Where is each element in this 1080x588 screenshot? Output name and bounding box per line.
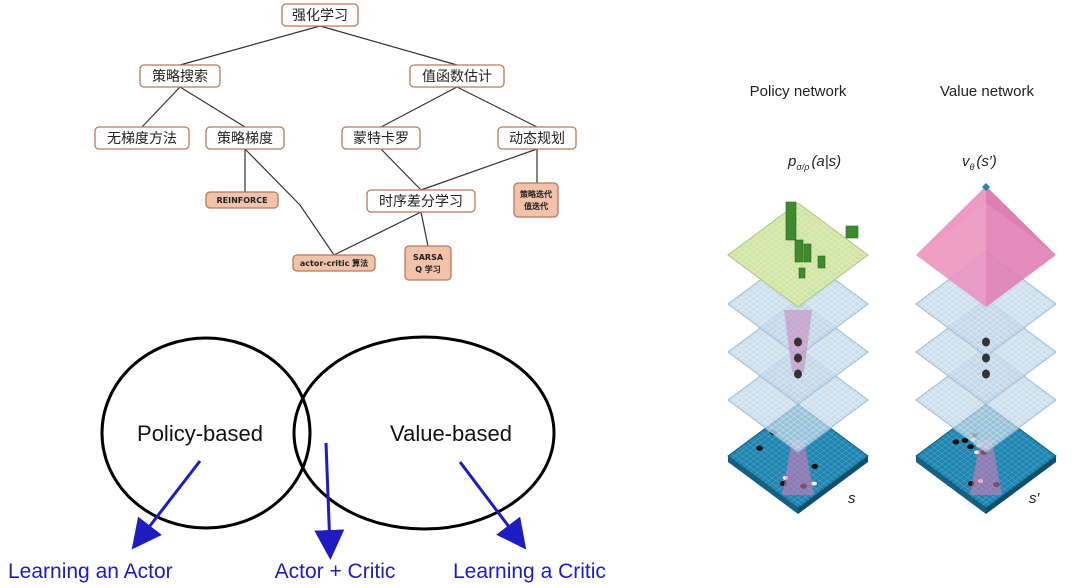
move-probability-bar xyxy=(845,225,859,239)
tree-node-policy-gradient: 策略梯度 xyxy=(205,126,285,150)
tree-label-actor-critic: actor-critic 算法 xyxy=(300,258,368,268)
tree-node-monte-carlo: 蒙特卡罗 xyxy=(341,126,421,150)
tree-label-q-learning: Q 学习 xyxy=(415,264,441,274)
edge-policy-search-policy-gradient xyxy=(179,86,246,128)
move-probability-bar xyxy=(798,267,806,279)
actor-plus-critic-label: Actor + Critic xyxy=(275,560,396,583)
edge-value-estimation-monte-carlo xyxy=(380,86,458,128)
edge-policy-search-gradient-free xyxy=(141,86,181,128)
tree-label-policy-iteration: 策略迭代 xyxy=(520,189,552,199)
tree-node-dynamic-programming: 动态规划 xyxy=(497,126,577,150)
edge-monte-carlo-td xyxy=(380,148,422,191)
tree-edges xyxy=(141,25,538,256)
tree-label-sarsa: SARSA xyxy=(413,253,444,262)
edge-td-actor-critic xyxy=(333,211,422,256)
tree-node-sarsa: SARSA Q 学习 xyxy=(404,245,452,281)
tree-node-actor-critic: actor-critic 算法 xyxy=(292,254,376,272)
value-based-circle xyxy=(292,335,556,531)
value-output-pyramid xyxy=(916,186,986,307)
tree-node-value-estimation: 值函数估计 xyxy=(409,64,505,88)
layer-dot xyxy=(982,337,990,347)
edge-value-estimation-dynamic-programming xyxy=(456,86,538,128)
value-network-stack xyxy=(915,183,1057,514)
actor-arrow xyxy=(131,460,202,550)
edge-root-value-estimation xyxy=(319,25,458,66)
edge-policy-gradient-actor-critic xyxy=(244,148,335,256)
policy-network-title: Policy network xyxy=(750,83,847,100)
learning-a-critic-label: Learning a Critic xyxy=(453,560,606,583)
critic-arrow xyxy=(458,461,527,550)
go-stone xyxy=(967,444,974,450)
tree-label-reinforce: REINFORCE xyxy=(216,196,267,205)
go-stone xyxy=(756,445,763,451)
tree-node-td-learning: 时序差分学习 xyxy=(366,189,476,213)
actor-critic-arrow xyxy=(314,442,345,560)
tree-label-dynamic-programming: 动态规划 xyxy=(509,131,565,147)
go-stone xyxy=(811,463,819,470)
value-network-title: Value network xyxy=(940,83,1034,100)
policy-network-stack xyxy=(727,201,869,514)
tree-label-root: 强化学习 xyxy=(292,8,348,24)
learning-an-actor-label: Learning an Actor xyxy=(8,560,173,583)
layer-dot xyxy=(982,353,990,363)
policy-based-circle xyxy=(100,336,312,530)
tree-node-policy-search: 策略搜索 xyxy=(139,64,221,88)
edge-dynamic-programming-td xyxy=(420,148,538,191)
value-input-state-label: s′ xyxy=(1029,490,1041,507)
value-based-label: Value-based xyxy=(390,421,512,446)
move-probability-bar xyxy=(803,243,812,263)
go-stone xyxy=(961,437,969,444)
tree-node-root: 强化学习 xyxy=(281,3,359,27)
layer-dot xyxy=(794,337,802,347)
layer-dot xyxy=(794,369,802,379)
edge-td-sarsa-q xyxy=(420,211,429,247)
tree-label-value-estimation: 值函数估计 xyxy=(422,69,492,85)
tree-node-gradient-free: 无梯度方法 xyxy=(94,126,190,150)
policy-output-formula: pσ/ρ(a|s) xyxy=(787,153,841,172)
move-probability-bar xyxy=(817,255,826,269)
go-stone xyxy=(952,439,960,445)
layer-dot xyxy=(794,353,802,363)
tree-label-monte-carlo: 蒙特卡罗 xyxy=(353,131,409,147)
policy-based-label: Policy-based xyxy=(137,421,263,446)
tree-label-td-learning: 时序差分学习 xyxy=(379,194,463,210)
tree-label-gradient-free: 无梯度方法 xyxy=(107,131,177,147)
policy-input-state-label: s xyxy=(848,490,856,507)
value-output-formula: vθ(s′) xyxy=(962,153,997,172)
tree-label-value-iteration: 值迭代 xyxy=(524,201,548,211)
move-probability-bar xyxy=(785,201,797,241)
tree-label-policy-gradient: 策略梯度 xyxy=(217,130,273,147)
edge-root-policy-search xyxy=(179,25,321,66)
value-scalar-output xyxy=(982,183,990,191)
move-probability-bar xyxy=(794,239,804,263)
layer-dot xyxy=(982,369,990,379)
tree-node-reinforce: REINFORCE xyxy=(205,191,279,209)
tree-label-policy-search: 策略搜索 xyxy=(152,68,208,85)
